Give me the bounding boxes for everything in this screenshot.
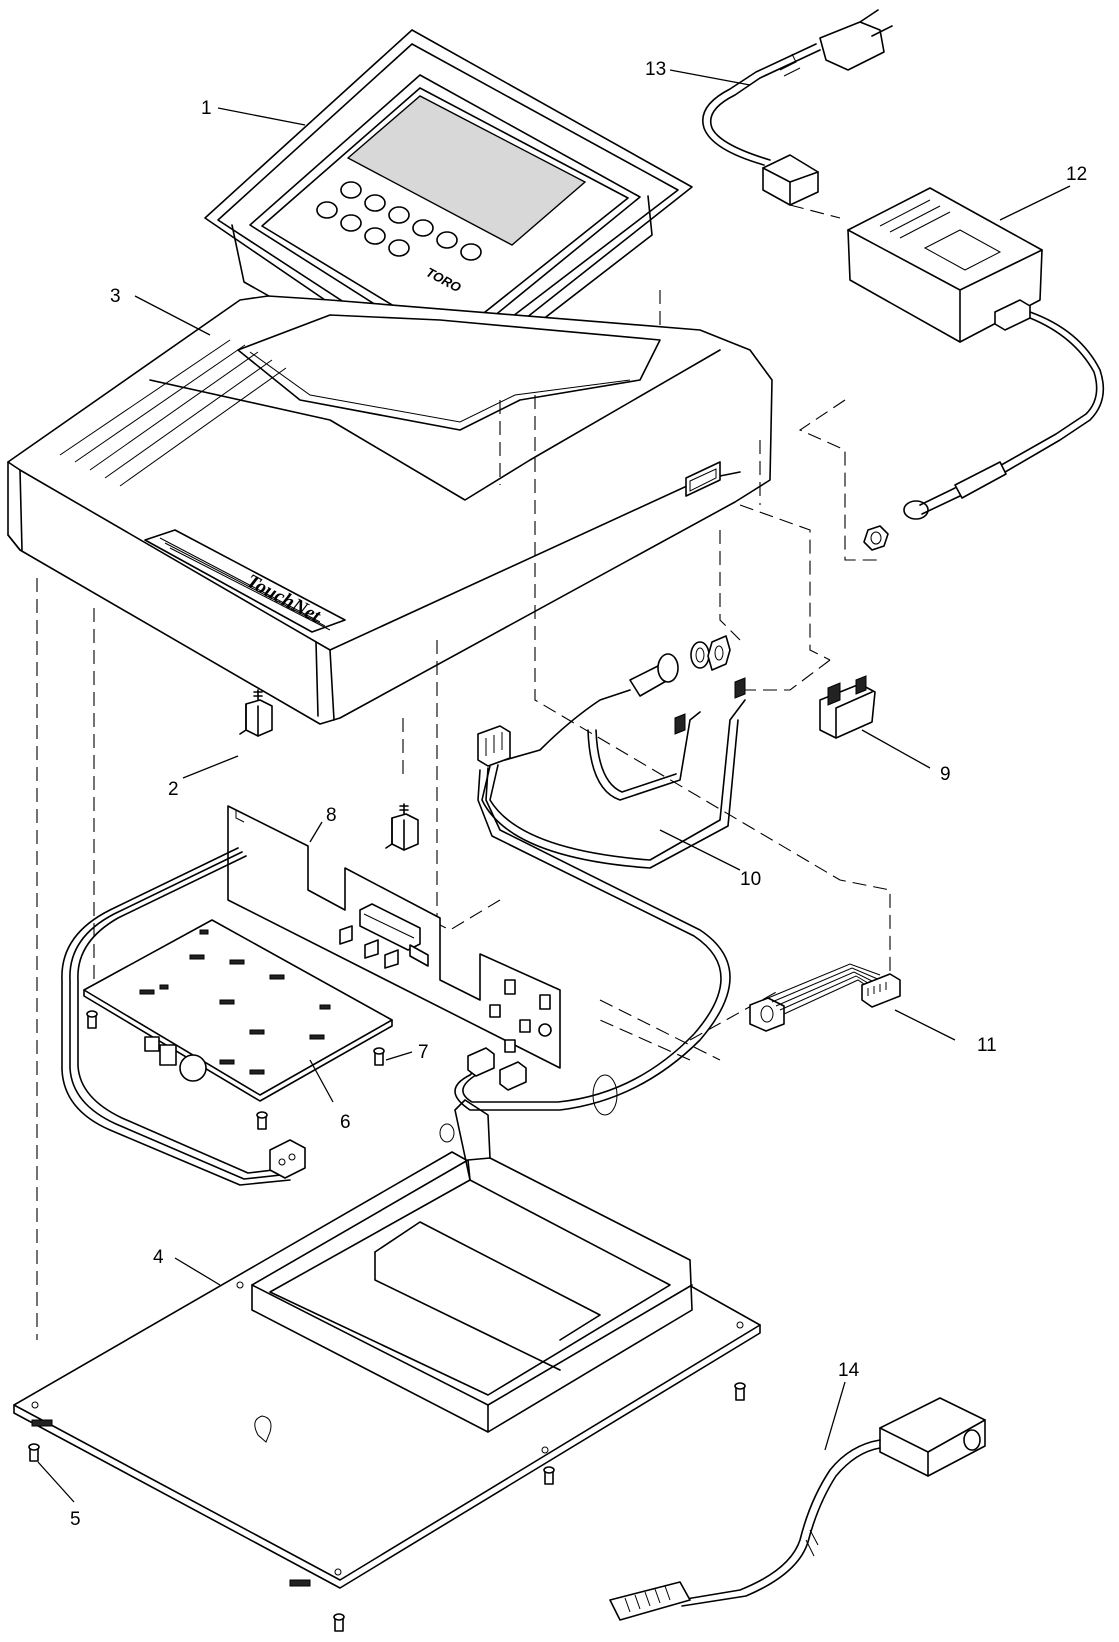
part-9-rocker-switch [819,675,876,739]
part-11-ribbon-connector [749,963,901,1032]
callout-12: 12 [1066,164,1087,185]
part-14-serial-cable [609,1397,986,1621]
screws [28,1010,746,1632]
screw-icon [373,1047,385,1066]
callout-4: 4 [153,1247,164,1268]
part-3-housing: TouchNet [7,295,773,725]
callout-1: 1 [201,98,212,119]
part-8-back-board [227,805,561,1069]
keypad-buttons [316,181,482,261]
callout-11: 11 [977,1035,997,1056]
part-6-circuit-board [83,919,393,1102]
screw-icon [734,1382,746,1401]
part-1-display-panel: TORO [204,29,693,396]
screw-icon [256,1111,268,1130]
part-13-power-cord [702,9,893,206]
callout-10: 10 [740,869,761,890]
part-4-base-plate [13,1099,761,1589]
callout-leaders [37,69,1071,1503]
ribbon-cable [61,847,291,1186]
callout-14: 14 [838,1360,860,1381]
screw-icon [543,1466,555,1485]
callout-2: 2 [168,779,179,800]
callout-6: 6 [340,1112,351,1133]
screw-icon [333,1613,345,1632]
callout-13: 13 [645,59,666,80]
callout-8: 8 [326,805,337,826]
part-2-clip-right [385,803,419,851]
part-2-clip-left [239,689,273,737]
callout-numbers: 1 2 3 4 5 6 7 8 9 10 11 12 13 14 [70,59,1087,1530]
callout-9: 9 [940,764,951,785]
callout-3: 3 [110,286,121,307]
part-12-power-adapter [847,187,1105,551]
screw-icon [86,1010,98,1029]
board-components [139,929,331,1075]
terminal-block [269,1139,306,1179]
callout-7: 7 [418,1042,429,1063]
part-10-wire-harness [454,635,746,1116]
screw-icon [28,1443,40,1462]
callout-5: 5 [70,1509,81,1530]
